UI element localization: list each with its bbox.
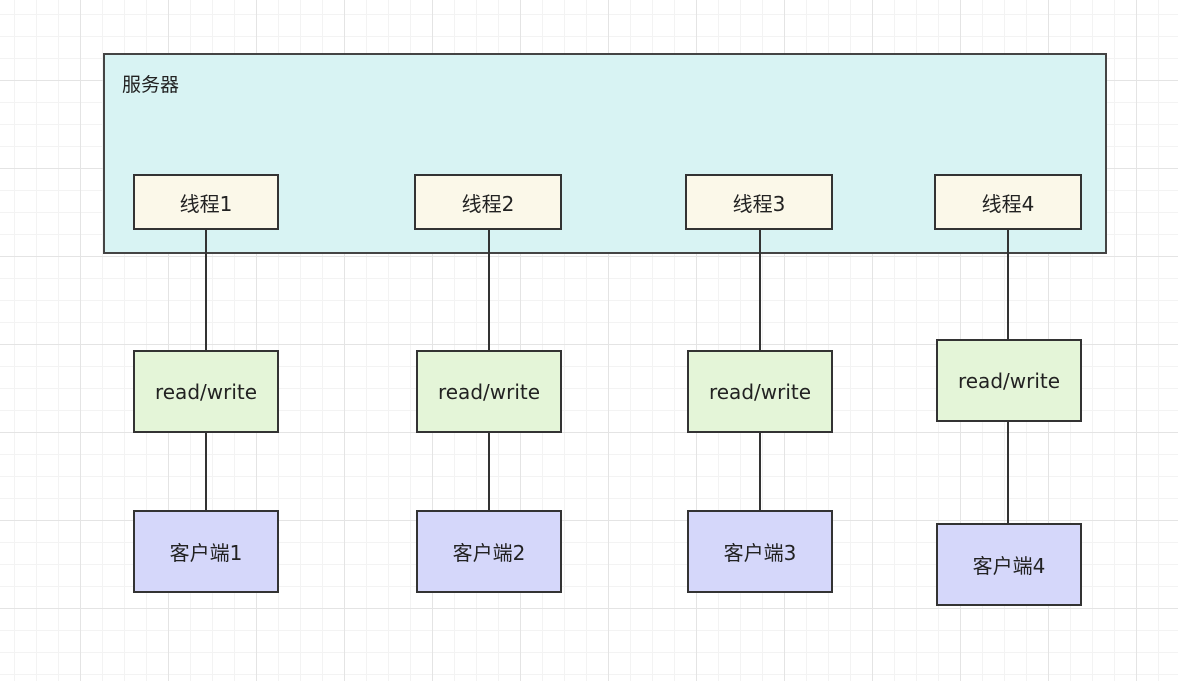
read-write-4-box: read/write [936, 339, 1082, 422]
client-4-box: 客户端4 [936, 523, 1082, 606]
connector-thread2-io [488, 229, 490, 351]
connector-thread3-io [759, 229, 761, 351]
client-3-label: 客户端3 [723, 541, 797, 565]
thread-4-label: 线程4 [981, 191, 1035, 216]
read-write-2-label: read/write [437, 379, 541, 404]
client-1-label: 客户端1 [169, 541, 243, 565]
thread-2-label: 线程2 [461, 191, 515, 216]
thread-1-label: 线程1 [179, 191, 233, 216]
client-2-box: 客户端2 [416, 510, 562, 593]
read-write-3-label: read/write [708, 379, 812, 404]
client-1-box: 客户端1 [133, 510, 279, 593]
read-write-3-box: read/write [687, 350, 833, 433]
connector-io3-client [759, 432, 761, 511]
connector-io2-client [488, 432, 490, 511]
read-write-1-box: read/write [133, 350, 279, 433]
client-3-box: 客户端3 [687, 510, 833, 593]
thread-4-box: 线程4 [934, 174, 1082, 230]
connector-io1-client [205, 432, 207, 511]
read-write-1-label: read/write [154, 379, 258, 404]
thread-3-box: 线程3 [685, 174, 833, 230]
connector-io4-client [1007, 421, 1009, 524]
client-2-label: 客户端2 [452, 541, 526, 565]
thread-3-label: 线程3 [732, 191, 786, 216]
client-4-label: 客户端4 [972, 554, 1046, 578]
read-write-4-label: read/write [957, 368, 1061, 393]
thread-1-box: 线程1 [133, 174, 279, 230]
thread-2-box: 线程2 [414, 174, 562, 230]
read-write-2-box: read/write [416, 350, 562, 433]
server-label: 服务器 [122, 74, 180, 96]
connector-thread1-io [205, 229, 207, 351]
connector-thread4-io [1007, 229, 1009, 340]
